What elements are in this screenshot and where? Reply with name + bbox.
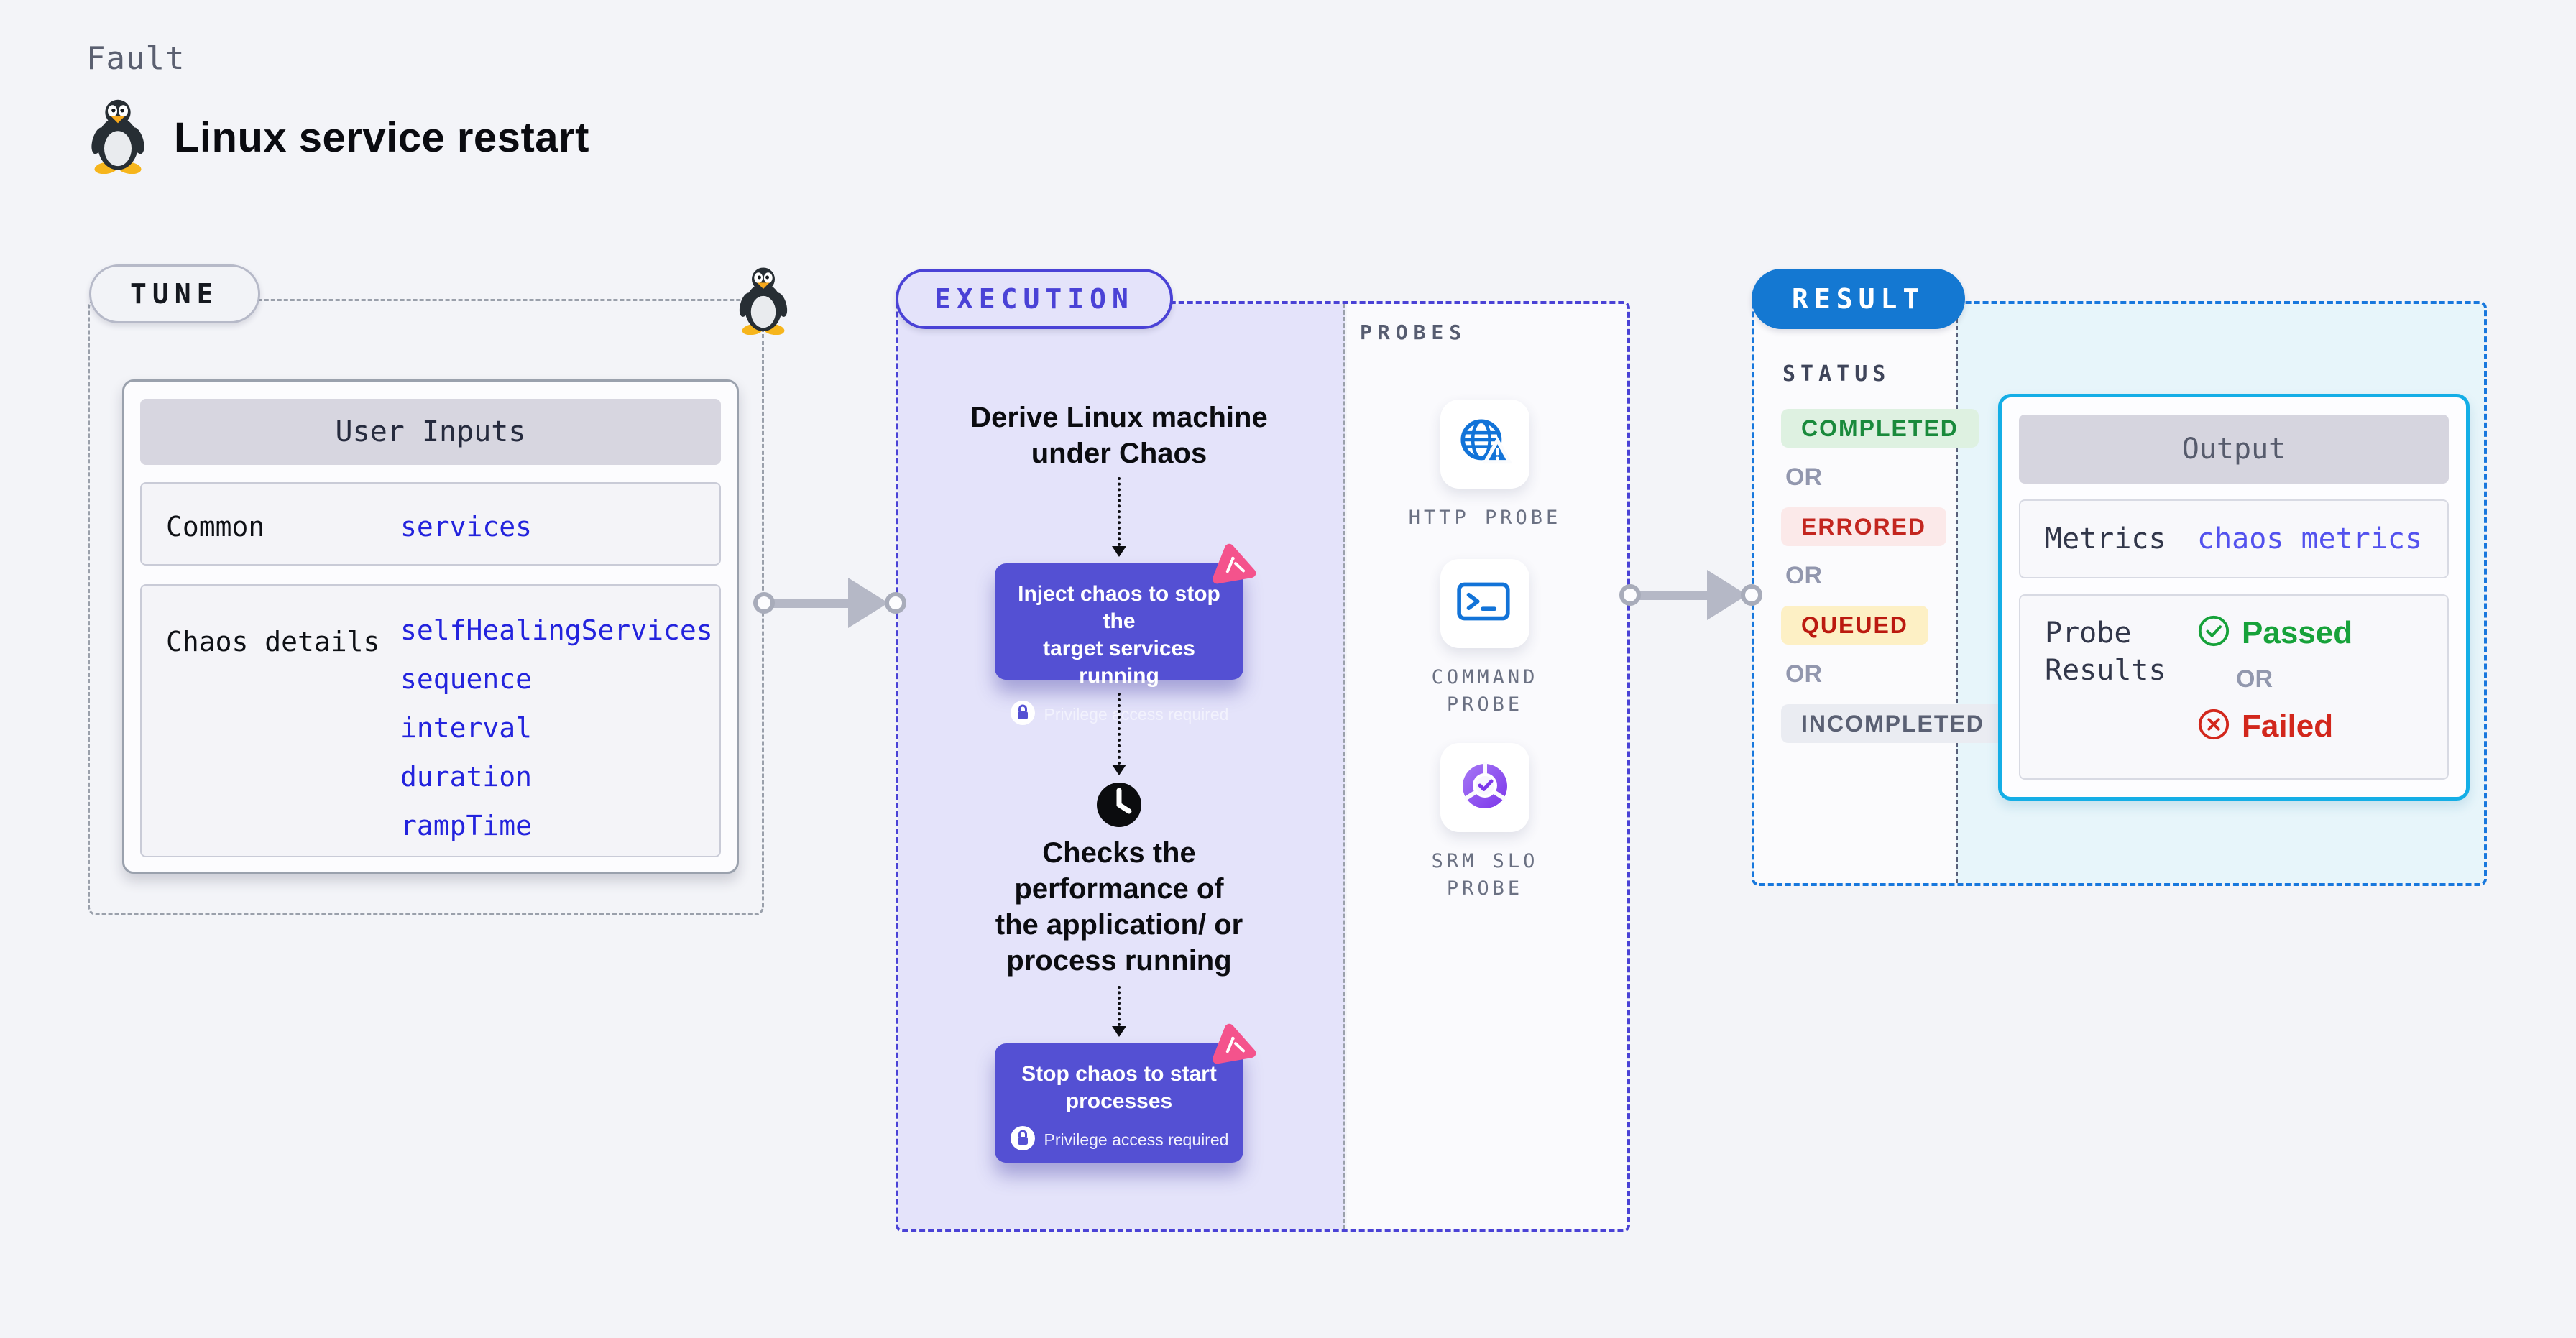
fault-kicker: Fault: [86, 40, 185, 77]
inject-chaos-card: Inject chaos to stop the target services…: [995, 543, 1256, 725]
or-separator: OR: [1785, 562, 1822, 589]
flow-connector: [1118, 986, 1121, 1026]
arrow-execution-to-result: [1628, 591, 1707, 600]
row-value: duration: [400, 761, 533, 793]
http-probe-card: [1440, 400, 1530, 489]
chaos-hub-icon: [1205, 1018, 1258, 1069]
execution-step2-text: Checks the performance of the applicatio…: [995, 837, 1243, 977]
arrow-tune-to-execution: [762, 599, 848, 608]
srm-slo-probe-card: [1440, 743, 1530, 832]
clock-icon: [1095, 780, 1144, 833]
result-pill: RESULT: [1752, 269, 1966, 329]
page-title: Linux service restart: [174, 114, 589, 161]
or-separator: OR: [1785, 660, 1822, 688]
flow-connector: [1118, 693, 1121, 765]
arrowhead: [848, 578, 888, 628]
probe-results-label: Probe Results: [2045, 617, 2166, 687]
globe-warning-icon: [1455, 415, 1514, 474]
flow-connector-arrowhead: [1112, 1026, 1126, 1037]
connector-node: [1619, 584, 1641, 606]
passed-label: Passed: [2242, 614, 2353, 650]
metrics-row: Metrics chaos metrics: [2019, 499, 2449, 578]
failed-label: Failed: [2242, 708, 2334, 744]
status-area: [1754, 304, 1956, 883]
privilege-badge: Privilege access required: [1044, 1130, 1229, 1149]
status-badge-errored: ERRORED: [1781, 507, 1947, 546]
or-separator: OR: [2236, 665, 2273, 693]
status-badge-completed: COMPLETED: [1781, 409, 1979, 448]
terminal-icon: [1455, 581, 1514, 627]
row-value: services: [400, 511, 533, 543]
execution-pill: EXECUTION: [896, 269, 1173, 329]
lock-icon: [1010, 700, 1036, 729]
output-header: Output: [2019, 415, 2449, 484]
x-circle-icon: [2197, 708, 2230, 744]
tux-penguin-icon: [86, 98, 150, 177]
lock-icon: [1010, 1125, 1036, 1155]
row-value: selfHealingServices: [400, 614, 713, 646]
row-value: rampTime: [400, 810, 533, 841]
status-badge-queued: QUEUED: [1781, 606, 1928, 645]
tux-penguin-small-icon: [735, 266, 792, 338]
probe-results-values: Passed OR Failed: [2197, 614, 2352, 778]
connector-node: [753, 592, 775, 614]
page-title-row: Linux service restart: [86, 98, 589, 177]
execution-step1-text: Derive Linux machine under Chaos: [970, 402, 1268, 469]
chaos-hub-icon: [1205, 538, 1258, 589]
or-separator: OR: [1785, 463, 1822, 491]
row-label: Common: [166, 511, 265, 543]
probe-results-row: Probe Results Passed OR: [2019, 594, 2449, 780]
tune-pill: TUNE: [89, 264, 260, 323]
probes-heading: PROBES: [1360, 320, 1468, 344]
stop-chaos-card: Stop chaos to start processes Privilege …: [995, 1023, 1256, 1163]
status-badge-incompleted: INCOMPLETED: [1781, 704, 2005, 743]
output-card: Output Metrics chaos metrics Probe Resul…: [1998, 394, 2470, 801]
metrics-value: chaos metrics: [2197, 522, 2423, 555]
user-inputs-row-chaos-details: Chaos details selfHealingServices sequen…: [140, 584, 721, 857]
probe-label: COMMAND PROBE: [1431, 666, 1539, 716]
user-inputs-row-common: Common services: [140, 482, 721, 566]
user-inputs-card: User Inputs Common services Chaos detail…: [122, 379, 739, 874]
connector-node: [1741, 584, 1762, 606]
step-card-title: Stop chaos to start processes: [1021, 1062, 1217, 1113]
command-probe-card: [1440, 559, 1530, 648]
check-circle-icon: [2197, 614, 2230, 651]
status-heading: STATUS: [1782, 361, 1891, 387]
privilege-badge: Privilege access required: [1044, 705, 1229, 724]
row-value: interval: [400, 712, 533, 744]
flow-connector-arrowhead: [1112, 765, 1126, 775]
probe-label: SRM SLO PROBE: [1431, 850, 1539, 900]
flow-connector-arrowhead: [1112, 546, 1126, 557]
connector-node: [885, 592, 906, 614]
row-label: Chaos details: [166, 626, 380, 658]
user-inputs-header: User Inputs: [140, 399, 721, 465]
metrics-label: Metrics: [2045, 522, 2166, 555]
step-card-title: Inject chaos to stop the target services…: [1018, 582, 1220, 688]
row-value: sequence: [400, 663, 533, 695]
flow-connector: [1118, 477, 1121, 546]
slo-pie-check-icon: [1455, 756, 1515, 820]
status-badge-list: COMPLETED OR ERRORED OR QUEUED OR INCOMP…: [1781, 409, 2005, 743]
arrowhead: [1707, 570, 1747, 620]
probe-label: HTTP PROBE: [1408, 507, 1562, 529]
